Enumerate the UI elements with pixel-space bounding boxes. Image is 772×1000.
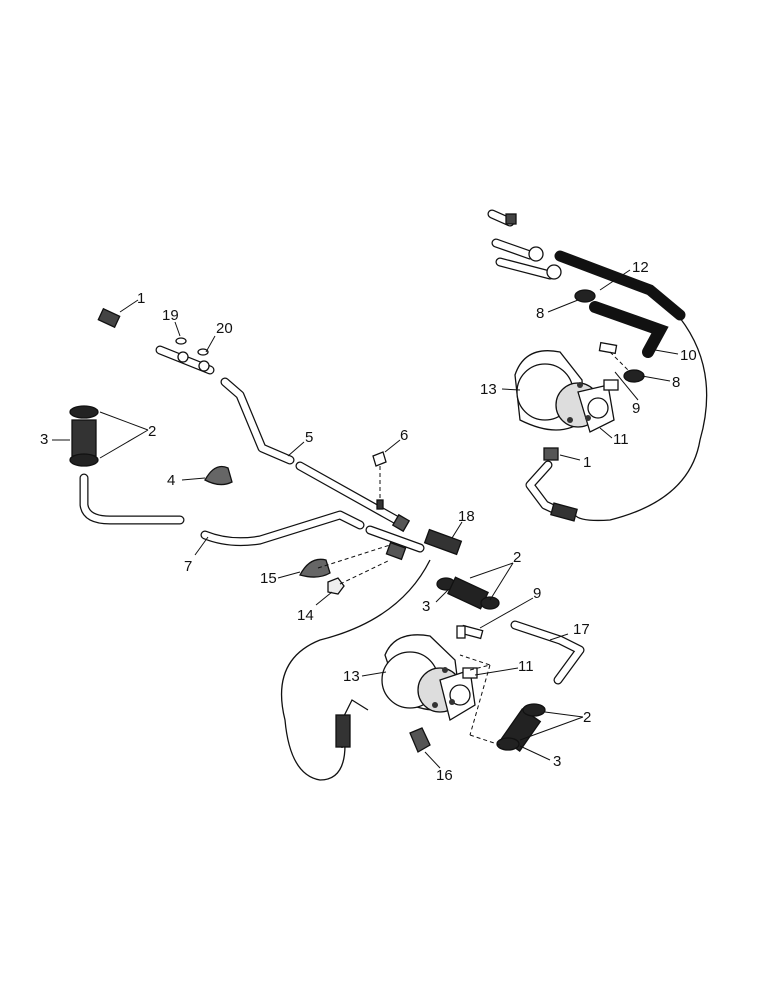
clamp-4 <box>204 465 233 486</box>
callout-12: 12 <box>632 259 649 276</box>
callout-8-upper: 8 <box>536 305 544 322</box>
return-line-lower <box>281 559 431 781</box>
callout-18: 18 <box>458 508 475 525</box>
pipe-5 <box>220 377 411 533</box>
hose-10 <box>589 301 669 358</box>
clamp-8-upper <box>574 289 596 303</box>
callout-10: 10 <box>680 347 697 364</box>
clamp-15 <box>299 544 391 578</box>
callout-15: 15 <box>260 570 277 587</box>
callout-3-lower: 3 <box>553 753 561 770</box>
callout-11-lower: 11 <box>518 658 534 675</box>
callout-14: 14 <box>297 607 314 624</box>
callout-labels: 1 19 20 3 2 5 6 4 7 18 15 14 2 3 9 17 11… <box>40 259 697 784</box>
callout-9-upper: 9 <box>632 400 640 417</box>
upper-pump <box>514 350 619 433</box>
hose-12 <box>554 250 708 522</box>
callout-1-upper-right: 1 <box>583 454 591 471</box>
lower-pump <box>381 634 492 722</box>
middle-hose-assembly <box>436 576 500 610</box>
lower-right-hose <box>469 664 546 752</box>
callout-3-middle: 3 <box>422 598 430 615</box>
bolt-9-lower <box>456 624 484 640</box>
callout-11-upper: 11 <box>613 431 629 448</box>
callout-17: 17 <box>573 621 590 638</box>
bolt-9-upper <box>598 341 631 373</box>
callout-4: 4 <box>167 472 175 489</box>
callout-3-left: 3 <box>40 431 48 448</box>
callout-8-lower: 8 <box>672 374 680 391</box>
upper-elbow-line <box>525 447 578 522</box>
clamp-8-lower <box>623 369 645 383</box>
fitting-18 <box>365 525 463 561</box>
callout-16: 16 <box>436 767 453 784</box>
callout-7: 7 <box>184 558 192 575</box>
callout-13-upper: 13 <box>480 381 497 398</box>
callout-6: 6 <box>400 427 408 444</box>
leader-lines <box>52 269 679 769</box>
callout-13-lower: 13 <box>343 668 360 685</box>
bolt-6 <box>372 451 387 510</box>
callout-5: 5 <box>305 429 313 446</box>
callout-9-lower: 9 <box>533 585 541 602</box>
callout-20: 20 <box>216 320 233 337</box>
pipe-7 <box>200 510 365 547</box>
callout-2-lower: 2 <box>583 709 591 726</box>
callout-19: 19 <box>162 307 179 324</box>
callout-1-upper-left: 1 <box>137 290 145 307</box>
upper-right-lines <box>487 209 562 280</box>
callout-2-middle: 2 <box>513 549 521 566</box>
pipe-17 <box>510 620 585 685</box>
upper-manifold-pipe <box>97 307 215 375</box>
nut-14 <box>327 559 391 595</box>
left-hose-assembly <box>69 405 185 525</box>
elbow-16 <box>409 727 431 753</box>
callout-2-left: 2 <box>148 423 156 440</box>
